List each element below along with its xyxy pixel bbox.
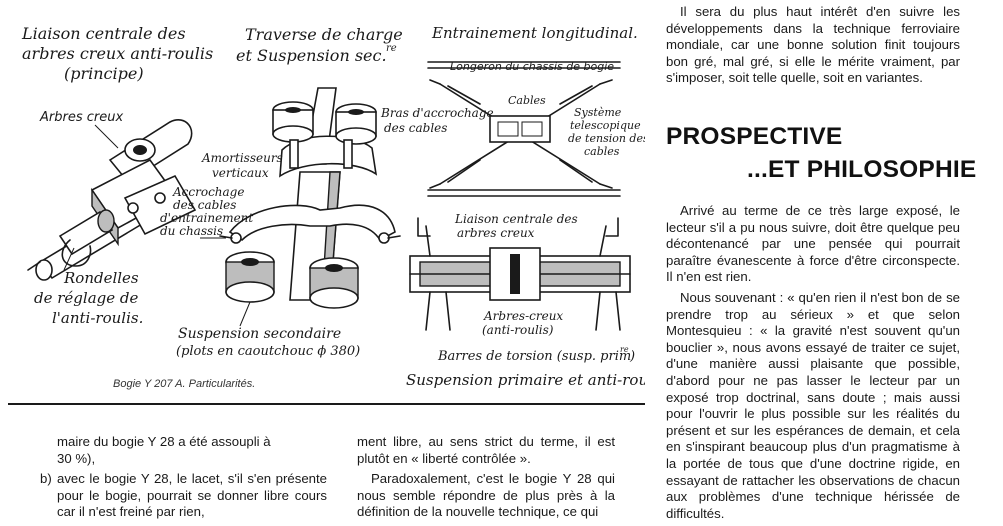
fig3-label-systeme-line2: telescopique [570,119,641,132]
section-heading-philosophie: ...ET PHILOSOPHIE [747,156,977,183]
fig1-title-line3: (principe) [64,64,144,83]
list-text-b: avec le bogie Y 28, le lacet, s'il s'en … [57,471,327,520]
fig4-label-barres-end: ) [629,349,635,364]
right-paragraph-2: Nous souvenant : « qu'en rien il n'est b… [666,289,960,521]
fig2-label-accro-line4: du chassis [160,224,223,238]
figure-caption: Bogie Y 207 A. Particularités. [113,378,256,390]
fig2-label-amort-line2: verticaux [212,166,269,180]
fig2-title-line1: Traverse de charge [245,25,403,44]
panel-traverse-charge: Traverse de charge et Suspension sec. re [160,25,494,359]
fig3-label-systeme-line1: Système [574,106,622,119]
fig4-label-arbres-line2: (anti-roulis) [482,323,554,337]
list-marker-b: b) [40,471,52,487]
middle-paragraph-1: ment libre, au sens strict du terme, il … [357,434,615,466]
fig2-label-amort-line1: Amortisseurs [201,151,283,165]
fig1-label-rondelles-line2: de réglage de [34,289,138,307]
fig3-label-systeme-line4: cables [584,145,620,158]
fig1-label-rondelles-line3: l'anti-roulis. [52,309,143,327]
fig2-title-line2: et Suspension sec. [236,46,387,65]
fig4-label-barres-sup: re [620,345,629,354]
fig2-title-sup: re [386,43,397,54]
fig2-label-accro-line1: Accrochage [172,185,244,199]
fig4-label-suspension: Suspension primaire et anti-roulis [406,371,645,389]
fig1-title-line2: arbres creux anti-roulis [22,44,213,63]
fig3-label-systeme-line3: de tension des [568,132,645,145]
right-intro-paragraph: Il sera du plus haut intérêt d'en suivre… [666,4,960,86]
fig3-label-longeron: Longeron du chassis de bogie [450,60,614,73]
fig4-label-barres: Barres de torsion (susp. prim [437,349,631,364]
fig2-label-accro-line2: des cables [173,198,236,212]
list-continuation-line1: maire du bogie Y 28 a été assoupli à [57,434,271,449]
load-beam-drawing [219,87,401,309]
fig3-label-cables: Cables [508,94,546,107]
fig1-label-arbres: Arbres creux [39,110,123,125]
fig4-label-arbres-line1: Arbres-creux [483,309,563,323]
fig1-label-rondelles-line1: Rondelles [63,269,139,287]
figure-bottom-rule [8,403,645,405]
right-column-intro: Il sera du plus haut intérêt d'en suivre… [666,4,960,91]
fig2-label-susp-line2: (plots en caoutchouc ϕ 380) [176,344,360,359]
right-column-body: Arrivé au terme de ce très large exposé,… [666,203,960,526]
panel-entrainement: Entrainement longitudinal. Longeron du c… [427,24,645,197]
list-item-b: b) avec le bogie Y 28, le lacet, s'il s'… [40,471,327,521]
right-paragraph-1: Arrivé au terme de ce très large exposé,… [666,203,960,285]
fig2-label-bras-line2: des cables [384,121,447,135]
fig4-label-liaison-line2: arbres creux [457,226,535,240]
fig2-label-accro-line3: d'entrainement [160,211,253,225]
panel-liaison-centrale: Liaison centrale des arbres creux anti-r… [21,24,213,327]
bottom-middle-column: ment libre, au sens strict du terme, il … [357,434,615,525]
middle-paragraph-2: Paradoxalement, c'est le bogie Y 28 qui … [357,471,615,520]
fig2-label-bras-line1: Bras d'accrochage [380,106,494,120]
fig3-title: Entrainement longitudinal. [431,24,638,42]
panel-barres-torsion: Liaison centrale des arbres creux Arbres… [406,212,645,389]
bottom-left-column: maire du bogie Y 28 a été assoupli à 30 … [40,434,327,521]
section-heading-prospective: PROSPECTIVE [666,123,843,150]
fig2-label-susp-line1: Suspension secondaire [178,326,341,342]
list-continuation-line2: 30 %), [57,450,96,466]
fig1-title-line1: Liaison centrale des [21,24,186,43]
bogie-illustration: Liaison centrale des arbres creux anti-r… [21,24,645,389]
hollow-shaft-drawing [27,119,197,281]
fig4-label-liaison-line1: Liaison centrale des [454,212,578,226]
